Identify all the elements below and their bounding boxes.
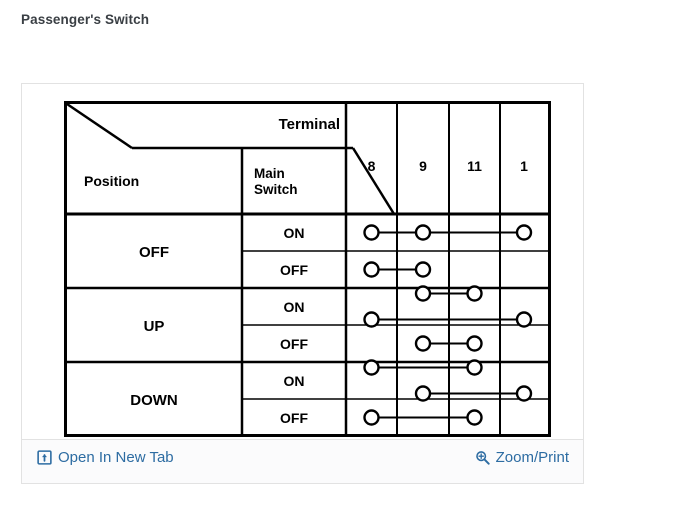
open-in-new-tab-label: Open In New Tab [58, 449, 174, 466]
table-outer-border [64, 101, 551, 437]
continuity-node-t8-r0-s1 [363, 261, 380, 278]
row-state-0-1: OFF [280, 262, 308, 278]
open-in-new-tab-link[interactable]: Open In New Tab [37, 450, 174, 465]
zoom-print-link[interactable]: Zoom/Print [475, 450, 569, 465]
continuity-node-t9-r1-s1 [414, 335, 432, 352]
row-state-2-0: ON [284, 373, 305, 389]
switch-continuity-table: Terminal Position Main Switch 8 9 11 1 O… [64, 101, 551, 437]
header-main-switch-line2: Switch [254, 182, 298, 197]
row-state-2-1: OFF [280, 410, 308, 426]
corner-diagonal-lower [351, 147, 396, 215]
row-position-1: UP [144, 318, 165, 335]
continuity-node-t9-r0-s1 [414, 261, 432, 278]
row-position-2: DOWN [130, 392, 178, 409]
continuity-layer [363, 224, 533, 426]
continuity-node-t8-r1-s0 [363, 311, 380, 328]
continuity-node-t11-r2-s1 [466, 409, 483, 426]
magnifier-plus-icon [475, 451, 490, 465]
continuity-node-t8-r2-s0 [363, 359, 380, 376]
header-terminal-col-0: 8 [368, 158, 376, 174]
continuity-node-t9-r0-s0 [414, 224, 432, 241]
row-state-1-1: OFF [280, 336, 308, 352]
zoom-print-label: Zoom/Print [495, 449, 569, 466]
diagram-card: Terminal Position Main Switch 8 9 11 1 O… [21, 83, 584, 484]
header-terminal-col-3: 1 [520, 158, 528, 174]
continuity-node-t1-r2-s0 [515, 385, 533, 402]
header-position-label: Position [84, 173, 139, 189]
row-state-0-0: ON [284, 225, 305, 241]
header-main-switch-line1: Main [254, 166, 285, 181]
continuity-node-t11-r1-s0 [466, 285, 483, 302]
continuity-node-t1-r0-s0 [515, 224, 533, 241]
header-terminal-col-1: 9 [419, 158, 427, 174]
continuity-node-t8-r0-s0 [363, 224, 380, 241]
continuity-node-t11-r2-s0 [466, 359, 483, 376]
row-position-0: OFF [139, 244, 169, 261]
continuity-node-t9-r1-s0 [414, 285, 432, 302]
corner-diagonal-upper [66, 102, 133, 150]
continuity-node-t11-r1-s1 [466, 335, 483, 352]
continuity-node-t8-r2-s1 [363, 409, 380, 426]
header-terminal-col-2: 11 [467, 158, 482, 174]
continuity-node-t1-r1-s0 [515, 311, 533, 328]
open-in-new-tab-icon [37, 450, 52, 465]
header-terminal-label: Terminal [279, 116, 340, 133]
action-bar: Open In New Tab Zoom/Print [22, 439, 583, 483]
continuity-node-t9-r2-s0 [414, 385, 432, 402]
switch-table-graphic: Terminal Position Main Switch 8 9 11 1 O… [64, 101, 551, 437]
page-title: Passenger's Switch [21, 12, 150, 27]
row-state-1-0: ON [284, 299, 305, 315]
